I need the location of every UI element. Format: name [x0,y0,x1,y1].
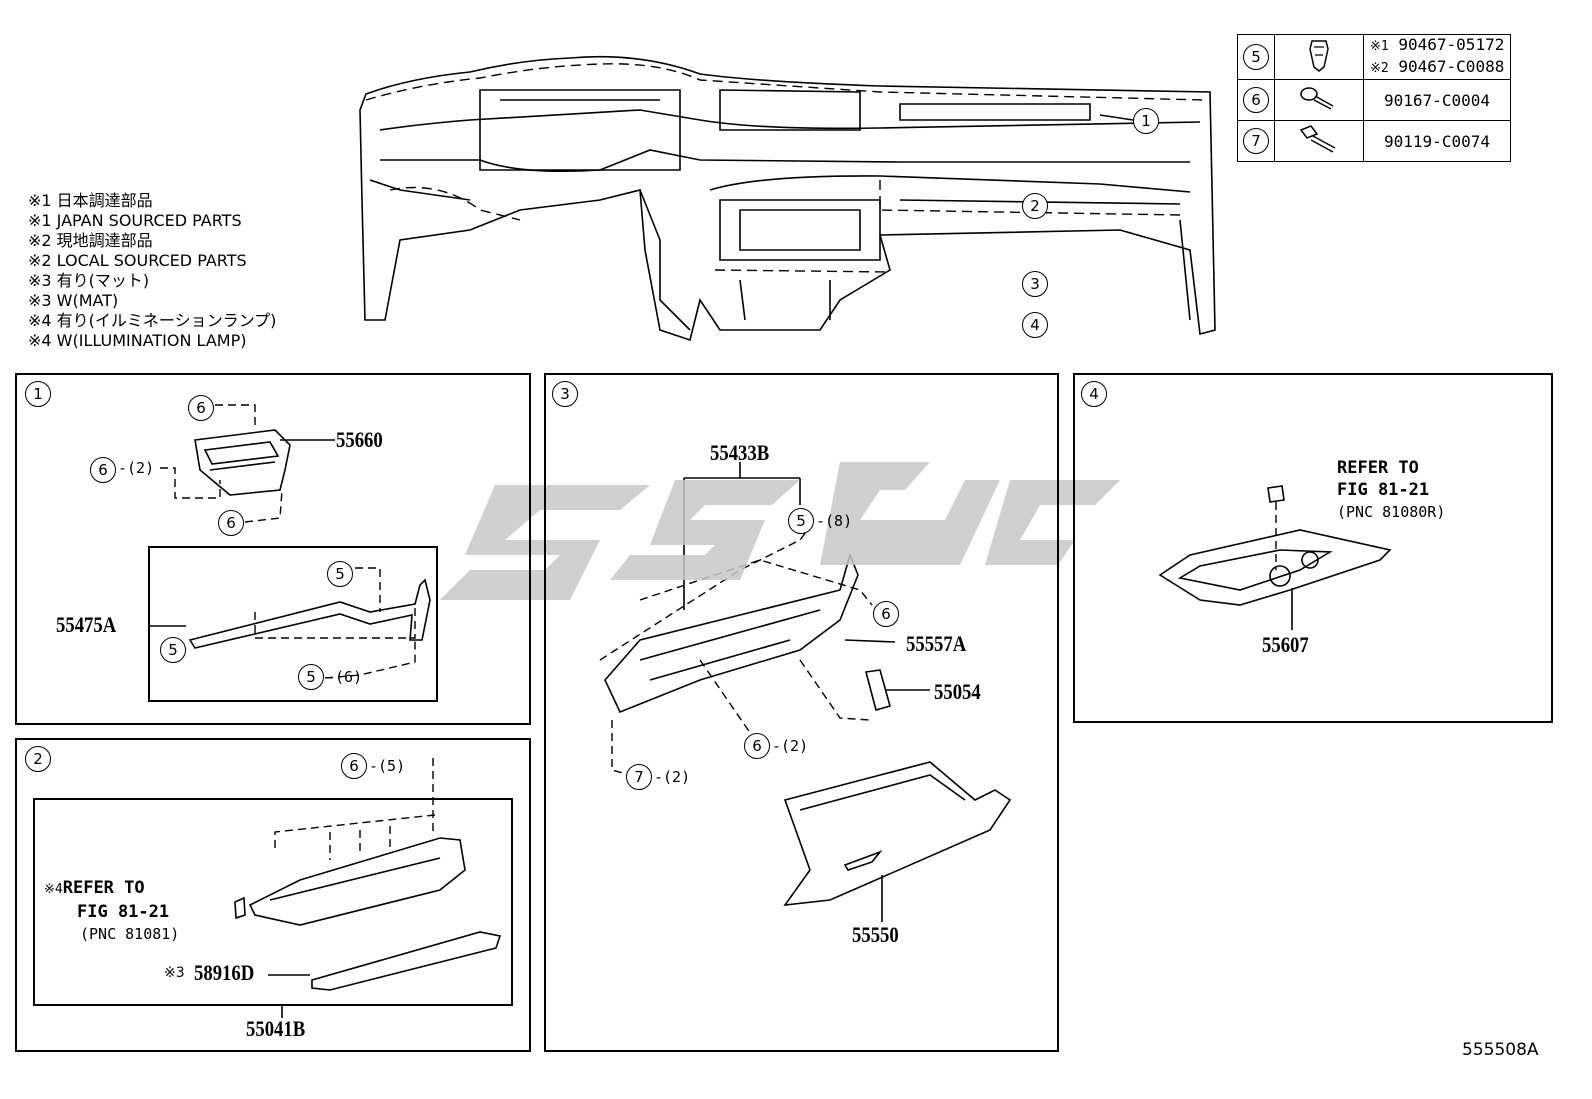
fastener-part: 90167-C0004 [1363,79,1511,121]
overview-callout-2[interactable]: 2 [1022,193,1048,219]
ref-5-c: 5 [298,664,324,690]
fastener-table: 5 ※1 90467-05172 ※2 90467-C0088 6 90167-… [1237,34,1511,162]
panel-1-inset [148,546,438,702]
vent-55660 [194,429,291,496]
part-55660[interactable]: 55660 [336,427,383,452]
screw-icon [1274,79,1364,121]
ref-callout: 7 [1243,128,1269,154]
part-55475A[interactable]: 55475A [56,612,117,637]
note-line: ※1 JAPAN SOURCED PARTS [28,211,242,230]
qty-6-b: -(2) [118,459,155,477]
qty-5: -(8) [816,512,853,530]
dashboard-outline [359,55,1216,342]
ref-6-c: 6 [218,510,244,536]
lamp-55054 [864,669,891,711]
fastener-line: ※2 90467-C0088 [1370,57,1505,76]
part-55041B[interactable]: 55041B [246,1016,306,1041]
panel-3 [544,373,1059,1052]
fastener-line: ※1 90467-05172 [1370,35,1505,54]
note-line: ※4 有り(イルミネーションランプ) [28,311,277,330]
ref-6-a: 6 [873,601,899,627]
note-line: ※3 有り(マット) [28,271,150,290]
figure-id: 555508A [1462,1040,1539,1060]
fastener-row-5: 5 ※1 90467-05172 ※2 90467-C0088 [1237,34,1511,80]
overview-callout-1[interactable]: 1 [1133,108,1159,134]
overview-callout-3[interactable]: 3 [1022,271,1048,297]
clip-icon [1274,34,1364,80]
ref-7: 7 [626,764,652,790]
part-55433B[interactable]: 55433B [710,440,770,465]
trim-55475A [188,578,431,649]
ref-5: 5 [788,508,814,534]
qty-7: -(2) [654,768,691,786]
mark-3: ※3 [164,965,185,981]
panel-55041B [248,837,466,926]
qty-6-b: -(2) [772,737,809,755]
watermark-logo [440,462,1120,600]
ref-5-a: 5 [327,561,353,587]
panel-2 [15,738,531,1052]
part-55557A[interactable]: 55557A [906,631,967,656]
panel-1 [15,373,531,725]
refer-note-81081: ※4REFER TO FIG 81-21 (PNC 81081) [44,878,180,943]
refer-note-81080R: REFER TO FIG 81-21 (PNC 81080R) [1337,458,1446,521]
fastener-row-6: 6 90167-C0004 [1237,79,1511,121]
panel-2-id: 2 [25,746,51,772]
bolt-icon [1274,120,1364,162]
qty-6: -(5) [369,757,406,775]
overview-callout-4[interactable]: 4 [1022,312,1048,338]
fastener-row-7: 7 90119-C0074 [1237,120,1511,162]
ref-callout: 5 [1243,44,1269,70]
panel-4 [1073,373,1553,723]
qty-5-c: -(6) [326,668,363,686]
ref-callout: 6 [1243,87,1269,113]
ref-6: 6 [341,753,367,779]
fastener-part: 90119-C0074 [1363,120,1511,162]
panel-2-inset [33,798,513,1006]
note-line: ※2 LOCAL SOURCED PARTS [28,251,247,270]
panel-4-id: 4 [1081,381,1107,407]
garnish-55433B [604,552,859,714]
note-line: ※4 W(ILLUMINATION LAMP) [28,331,247,350]
note-line: ※3 W(MAT) [28,291,119,310]
ref-6-b: 6 [744,733,770,759]
panel-3-id: 3 [552,381,578,407]
box-55607 [1158,529,1392,606]
legend-notes: ※1 日本調達部品 ※1 JAPAN SOURCED PARTS ※2 現地調達… [28,191,276,351]
glovebox-55550 [783,761,1012,906]
ref-5-b: 5 [160,637,186,663]
note-line: ※1 日本調達部品 [28,191,153,210]
mat-58916D [311,931,502,991]
part-55054[interactable]: 55054 [934,679,981,704]
ref-6-a: 6 [188,395,214,421]
note-line: ※2 現地調達部品 [28,231,153,250]
part-58916D[interactable]: 58916D [194,960,255,985]
part-55550[interactable]: 55550 [852,922,899,947]
panel-1-id: 1 [25,381,51,407]
ref-6-b: 6 [90,457,116,483]
part-55607[interactable]: 55607 [1262,632,1309,657]
